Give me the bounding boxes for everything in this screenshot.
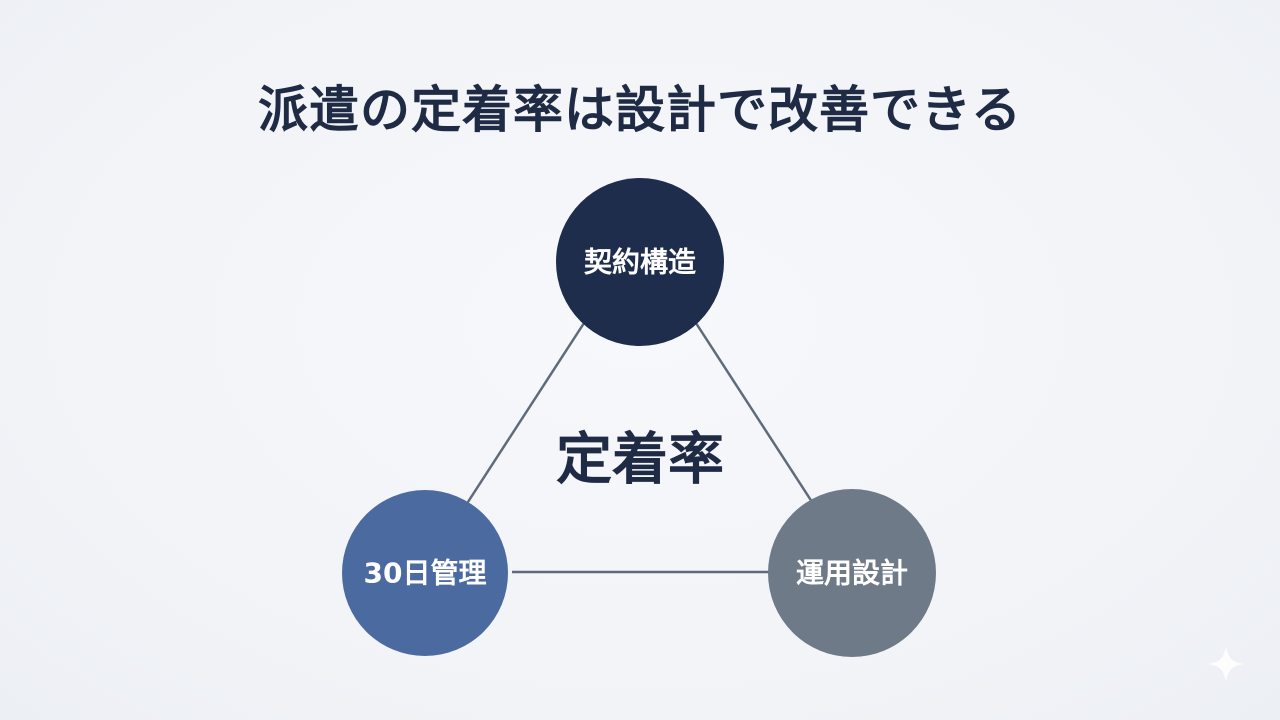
node-top: 契約構造 — [556, 178, 724, 346]
node-left: 30日管理 — [342, 490, 508, 656]
sparkle-icon — [1208, 646, 1244, 682]
node-left-circle — [342, 490, 508, 656]
edge-top-left — [464, 319, 588, 506]
center-label: 定着率 — [556, 428, 724, 493]
node-left-label: 30日管理 — [364, 557, 487, 590]
edges — [464, 319, 816, 574]
node-right-label: 運用設計 — [796, 557, 908, 590]
node-top-circle — [556, 178, 724, 346]
page-title: 派遣の定着率は設計で改善できる — [258, 81, 1022, 139]
node-right-circle — [768, 489, 936, 657]
edge-top-right — [692, 319, 816, 506]
node-top-label: 契約構造 — [584, 246, 696, 279]
node-right: 運用設計 — [768, 489, 936, 657]
